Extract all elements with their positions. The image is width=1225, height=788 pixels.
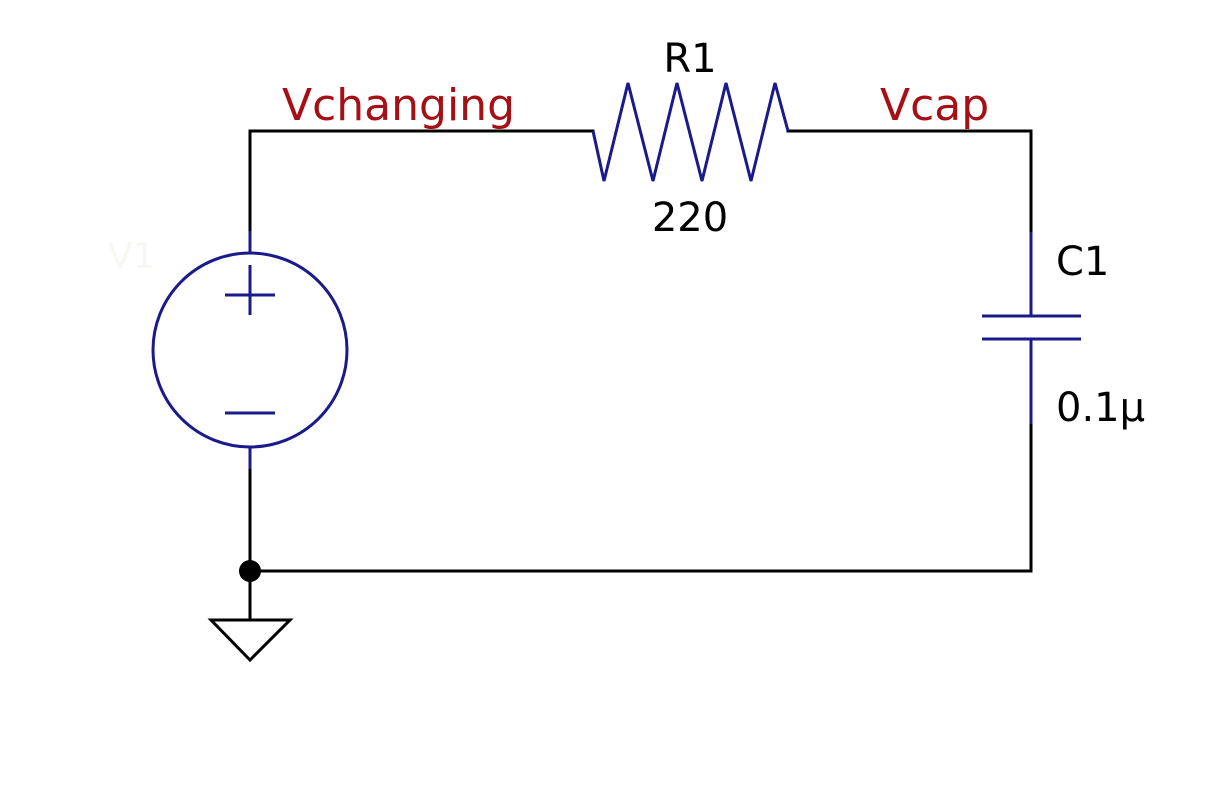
capacitor[interactable]: C1 0.1µ [982,232,1145,431]
wire-bottom[interactable] [248,422,1033,573]
wire-top-left[interactable] [248,129,595,233]
junction-dot [239,560,261,582]
resistor[interactable]: R1 220 [591,36,790,241]
voltage-source[interactable]: V1 [108,231,349,469]
resistor-value: 220 [652,195,728,241]
voltage-source-name: V1 [108,236,156,277]
capacitor-name: C1 [1056,239,1109,285]
resistor-icon [591,82,790,182]
net-label-vcap[interactable]: Vcap [880,80,989,131]
wire-top-right[interactable] [786,129,1033,234]
ground-icon[interactable] [207,618,294,663]
resistor-name: R1 [663,36,716,82]
net-label-vchanging[interactable]: Vchanging [282,80,515,131]
capacitor-value: 0.1µ [1056,385,1145,431]
plus-icon [225,265,275,315]
